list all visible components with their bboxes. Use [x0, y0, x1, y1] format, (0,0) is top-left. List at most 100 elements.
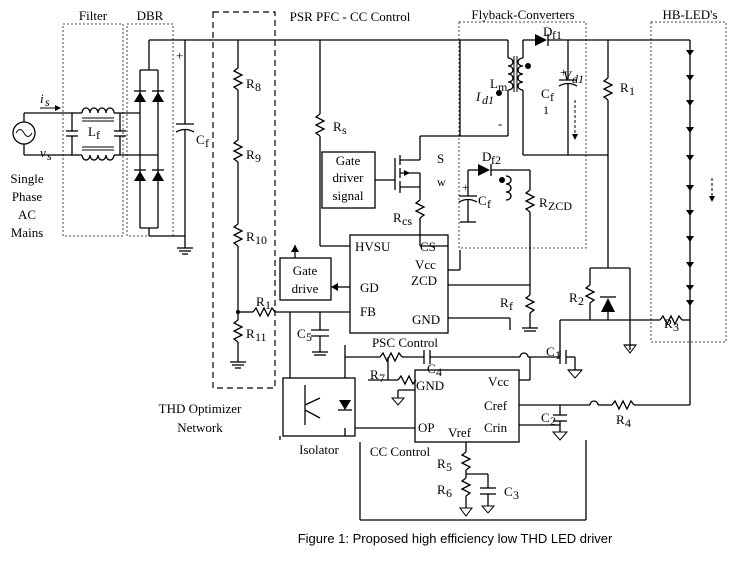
flyback-transformer	[459, 39, 535, 155]
flyback-label: Flyback-Converters	[471, 7, 574, 22]
psc-pin-cref: Cref	[484, 398, 508, 413]
rs-label: R	[333, 119, 342, 134]
c4-sub: 4	[436, 365, 442, 379]
cf2-label: C	[541, 86, 550, 101]
rs-startup-path	[314, 40, 350, 247]
c2-sub: 2	[550, 414, 556, 428]
cc-label: CC Control	[370, 444, 431, 459]
c5-sub: 5	[306, 330, 312, 344]
led-6-icon	[686, 185, 694, 191]
opto-isolator	[282, 377, 356, 437]
led-string	[686, 40, 715, 320]
lm-label: L	[490, 76, 498, 91]
psc-pin-vcc: Vcc	[488, 374, 509, 389]
dbr-block	[126, 23, 174, 237]
led-10-icon	[686, 285, 694, 291]
filter-block	[62, 23, 124, 237]
r9-sub: 9	[255, 151, 261, 165]
pin-cs: CS	[420, 239, 436, 254]
source-label-2: Phase	[12, 189, 43, 204]
df1-label: D	[543, 24, 552, 39]
df2-sub: f2	[491, 153, 501, 167]
bulk-capacitor	[175, 40, 195, 236]
cf3-plus: +	[462, 180, 469, 194]
pin-fb: FB	[360, 304, 376, 319]
led-7-icon	[686, 210, 694, 216]
gate-driver-signal-box	[321, 151, 376, 209]
r6-label: R	[437, 482, 446, 497]
psr-label: PSR PFC - CC Control	[290, 9, 411, 24]
r8-sub: 8	[255, 80, 261, 94]
r11-sub: 11	[255, 330, 267, 344]
rs-sub: s	[342, 123, 347, 137]
r9-label: R	[246, 147, 255, 162]
gate-driver-text-1: Gate	[336, 153, 361, 168]
gate-drive-text-2: drive	[292, 281, 319, 296]
is-sub: s	[45, 95, 50, 109]
r6-sub: 6	[446, 486, 452, 500]
isolator-diode-icon	[338, 400, 352, 411]
c4-label: C	[427, 361, 436, 376]
led-9-icon	[686, 262, 694, 268]
cf2-plus: +	[560, 65, 567, 79]
filter-circuit	[66, 107, 126, 161]
lm-minus: -	[498, 116, 502, 131]
rf-sub: f	[509, 299, 513, 313]
vd1-label: V	[563, 68, 573, 83]
pin-vcc: Vcc	[415, 257, 436, 272]
rcs-sub: cs	[402, 214, 412, 228]
r10-sub: 10	[255, 233, 267, 247]
c5-label: C	[297, 326, 306, 341]
led-11-icon	[686, 300, 694, 306]
pin-hvsu: HVSU	[355, 239, 391, 254]
r1a-sub: 1	[265, 298, 271, 312]
psc-label: PSC Control	[372, 335, 438, 350]
source-label-1: Single	[10, 171, 43, 186]
led-2-icon	[686, 75, 694, 81]
filter-label: Filter	[79, 8, 108, 23]
c1-label: C	[546, 344, 555, 359]
source-label-3: AC	[18, 207, 36, 222]
lf-label: L	[88, 124, 96, 139]
psc-pin-vref: Vref	[448, 425, 472, 440]
is-label: i	[40, 91, 44, 106]
led-sense-network	[584, 40, 691, 405]
thd-label-2: Network	[177, 420, 223, 435]
pin-zcd: ZCD	[411, 273, 437, 288]
source-label-4: Mains	[11, 225, 44, 240]
c2-label: C	[541, 410, 550, 425]
gate-driver-text-3: signal	[332, 188, 363, 203]
bridge-rectifier	[120, 40, 164, 236]
c3-label: C	[504, 484, 513, 499]
output-rectifier	[523, 34, 690, 156]
pin-gnd: GND	[412, 312, 440, 327]
r5-sub: 5	[446, 460, 452, 474]
cf3-label: C	[478, 193, 487, 208]
mosfet-switch	[375, 135, 460, 247]
s-label: S	[437, 151, 444, 166]
lf-sub: f	[96, 128, 100, 142]
led-1-icon	[686, 50, 694, 56]
cf-plus: +	[176, 48, 183, 63]
cf2-sub: f	[550, 90, 554, 104]
hbled-label: HB-LED's	[662, 7, 717, 22]
vs-sub: s	[47, 149, 52, 163]
c3-sub: 3	[513, 488, 519, 502]
isolator-label: Isolator	[299, 442, 339, 457]
rf-label: R	[500, 295, 509, 310]
r1a-label: R	[256, 294, 265, 309]
vd1-sub: d1	[572, 72, 584, 86]
rcs-label: R	[393, 210, 402, 225]
gate-driver-text-2: driver	[332, 170, 364, 185]
cf-label: C	[196, 132, 205, 147]
c1-sub: 1	[555, 348, 561, 362]
r1-label: R	[620, 80, 629, 95]
ac-source	[12, 105, 70, 156]
flyback-block	[458, 21, 587, 249]
hb-led-block	[650, 21, 727, 343]
psc-pin-op: OP	[418, 420, 435, 435]
gate-drive-box	[279, 257, 332, 301]
lm-sub: m	[498, 80, 508, 94]
